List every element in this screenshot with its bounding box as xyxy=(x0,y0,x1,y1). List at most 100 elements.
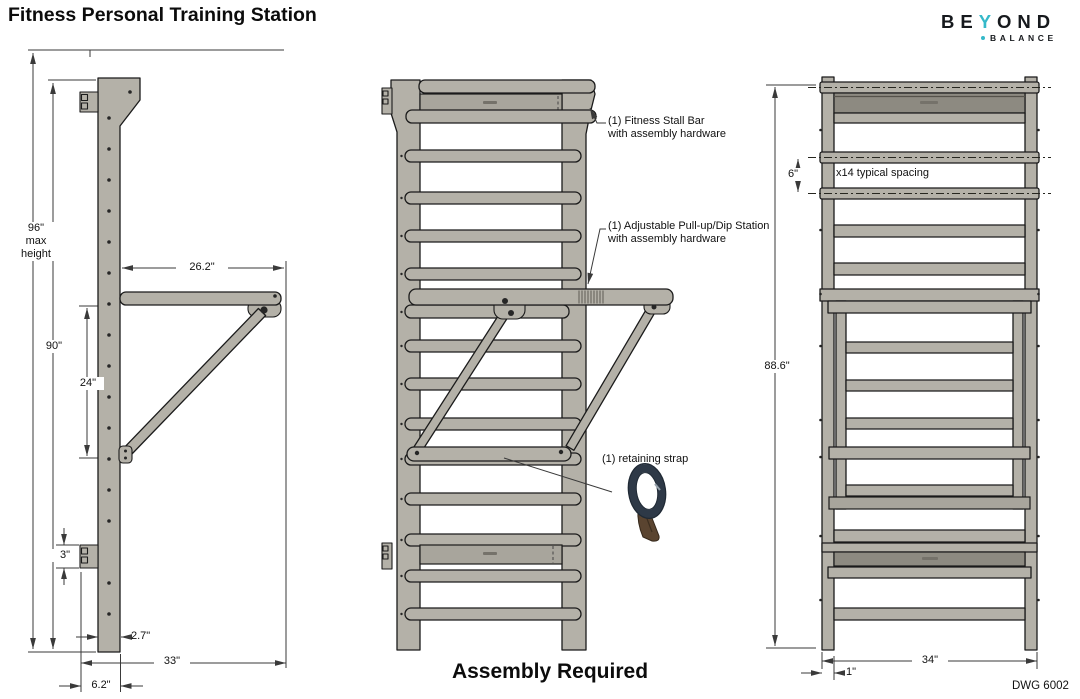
rung xyxy=(833,262,1026,276)
callout-stall-bar: (1) Fitness Stall Bar with assembly hard… xyxy=(608,115,726,140)
pullup-bar xyxy=(408,288,674,306)
dim-label-2-7: 2.7" xyxy=(131,630,151,642)
dim-label-96-max-height: 96" max height xyxy=(10,222,62,261)
inner-frame-bar xyxy=(828,446,1031,460)
rung xyxy=(833,224,1026,238)
panel-mark xyxy=(483,552,497,555)
rung xyxy=(404,569,582,583)
dim-label-24: 24" xyxy=(72,377,104,390)
rung xyxy=(404,607,582,621)
bolt xyxy=(651,304,657,310)
bolt xyxy=(124,449,127,453)
strap-ring-outline xyxy=(627,463,667,519)
bolt xyxy=(273,294,277,298)
left-upright xyxy=(389,79,421,651)
dim-label-88-6: 88.6" xyxy=(755,360,799,373)
callout-retaining-strap: (1) retaining strap xyxy=(602,453,689,465)
dim-label-26-2: 26.2" xyxy=(176,261,228,274)
mounting-holes xyxy=(107,116,111,616)
rung xyxy=(404,229,582,243)
rung xyxy=(404,533,582,547)
front-view xyxy=(381,79,674,651)
rail xyxy=(821,542,1038,553)
dim-label-6-2: 6.2" xyxy=(91,679,111,691)
leader-pullup xyxy=(587,228,606,285)
pivot-bolt xyxy=(508,310,514,316)
bolt xyxy=(414,450,420,456)
inner-bar xyxy=(845,341,1014,354)
rung xyxy=(404,492,582,506)
station-back-bar xyxy=(404,304,570,319)
panel-mark xyxy=(920,101,938,104)
drawing-number: DWG 6002 xyxy=(1012,680,1069,692)
inner-post xyxy=(1012,300,1024,510)
folded-dip-station xyxy=(827,300,1032,510)
rung xyxy=(404,267,582,281)
right-upright xyxy=(561,79,596,651)
strap-ring-inner xyxy=(635,472,659,510)
station-lower-bar xyxy=(406,446,572,462)
dim-label-34: 34" xyxy=(912,654,948,667)
inner-bar xyxy=(845,379,1014,392)
wall-post xyxy=(97,77,141,653)
leader-strap xyxy=(503,457,613,493)
rung xyxy=(404,377,582,391)
retaining-strap xyxy=(627,463,667,542)
rung xyxy=(404,149,582,163)
panel-mark xyxy=(922,557,938,560)
pivot-bolt xyxy=(502,298,508,304)
brand-sub-text: BALANCE xyxy=(990,33,1057,43)
rail xyxy=(833,112,1026,124)
dim-label-6: 6" xyxy=(783,168,803,181)
rung xyxy=(404,339,582,353)
wall-bracket-top xyxy=(79,91,99,113)
leader-stall-bar xyxy=(589,107,606,124)
dim-label-33: 33" xyxy=(154,655,190,668)
brand-suffix: OND xyxy=(997,11,1057,32)
rung xyxy=(404,191,582,205)
panel-mark xyxy=(483,101,497,104)
bolt xyxy=(558,449,564,455)
brand-subline: BALANCE xyxy=(941,33,1075,43)
rung xyxy=(819,288,1040,302)
second-rail xyxy=(405,109,597,124)
support-arm xyxy=(119,291,282,306)
brand-prefix: BE xyxy=(941,11,979,32)
rung xyxy=(833,607,1026,621)
spacing-note: x14 typical spacing xyxy=(836,167,929,179)
bolt xyxy=(124,456,127,460)
rail xyxy=(827,566,1032,579)
grip-knurling xyxy=(578,290,604,304)
inner-bar xyxy=(845,417,1014,430)
post-bolts xyxy=(400,154,403,616)
post-bolts xyxy=(819,128,1040,602)
inner-bar xyxy=(845,484,1014,497)
inner-bottom-bar xyxy=(828,496,1031,510)
pullup-dip-station xyxy=(404,288,674,462)
inner-top-bar xyxy=(827,300,1032,314)
diagonal-brace xyxy=(119,307,267,460)
dim-label-3: 3" xyxy=(51,549,79,562)
pivot-bolt xyxy=(260,306,268,314)
dim-label-1: 1" xyxy=(846,666,857,678)
drawing-title: Fitness Personal Training Station xyxy=(8,4,317,26)
side-view xyxy=(28,49,287,692)
rung xyxy=(833,529,1026,543)
strap-ring xyxy=(628,464,666,518)
inner-post xyxy=(835,300,847,510)
wall-tab-bottom xyxy=(381,542,393,570)
wall-tab-top xyxy=(381,87,393,115)
wall-bracket-bottom xyxy=(79,544,99,569)
top-rail xyxy=(418,79,596,94)
brand-dot-icon xyxy=(981,36,985,40)
brace-lower-tab xyxy=(118,445,133,464)
dim-label-90: 90" xyxy=(38,340,70,353)
strap-buckle-highlight xyxy=(654,483,661,491)
mounting-hole xyxy=(128,90,132,94)
brand-accent-letter: Y xyxy=(978,11,998,32)
callout-pullup-station: (1) Adjustable Pull-up/Dip Station with … xyxy=(608,220,770,245)
